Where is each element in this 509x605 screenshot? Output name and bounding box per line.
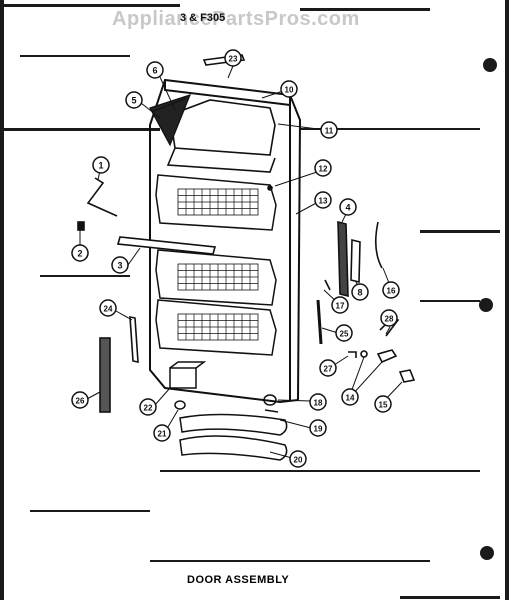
callout-label: 25: [340, 330, 349, 339]
callout-15: 15: [374, 395, 392, 413]
callout-2: 2: [71, 244, 89, 262]
callout-label: 2: [77, 249, 82, 259]
callout-circle: [224, 49, 242, 67]
callout-label: 28: [385, 315, 394, 324]
header-fragment: 3 & F305: [180, 12, 226, 24]
callout-23: 23: [224, 49, 242, 67]
callout-13: 13: [314, 191, 332, 209]
callout-circle: [99, 299, 117, 317]
callout-circle: [380, 309, 398, 327]
callout-label: 18: [314, 399, 323, 408]
callout-label: 24: [104, 305, 113, 314]
callout-circle: [319, 359, 337, 377]
callout-6: 6: [146, 61, 164, 79]
callout-circle: [382, 281, 400, 299]
callout-27: 27: [319, 359, 337, 377]
callout-label: 15: [379, 401, 388, 410]
callout-circle: [146, 61, 164, 79]
callout-14: 14: [341, 388, 359, 406]
callout-circle: [139, 398, 157, 416]
callout-label: 1: [98, 161, 103, 171]
door-bin: [155, 299, 277, 356]
callout-circle: [314, 159, 332, 177]
callout-label: 26: [76, 397, 85, 406]
callout-circle: [309, 393, 327, 411]
callout-label: 6: [152, 66, 157, 76]
door-bin: [155, 249, 277, 306]
diagram-caption: DOOR ASSEMBLY: [187, 574, 290, 586]
callout-26: 26: [71, 391, 89, 409]
lower-parts: [169, 361, 288, 461]
door-panel: [149, 78, 302, 404]
callout-label: 4: [345, 203, 350, 213]
callout-circle: [92, 156, 110, 174]
callout-label: 12: [319, 165, 328, 174]
callout-circle: [289, 450, 307, 468]
callout-circle: [341, 388, 359, 406]
callout-label: 5: [131, 96, 136, 106]
left-parts: [77, 177, 217, 413]
callout-10: 10: [280, 80, 298, 98]
callout-label: 23: [229, 55, 238, 64]
callout-1: 1: [92, 156, 110, 174]
callout-circle: [309, 419, 327, 437]
callout-circle: [111, 256, 129, 274]
callout-label: 8: [357, 288, 362, 298]
part-callouts: 1234568101112131415161718192021222324252…: [71, 49, 400, 468]
callout-28: 28: [380, 309, 398, 327]
callout-circle: [335, 324, 353, 342]
callout-label: 3: [117, 261, 122, 271]
callout-label: 11: [325, 127, 334, 136]
callout-8: 8: [351, 283, 369, 301]
callout-25: 25: [335, 324, 353, 342]
callout-3: 3: [111, 256, 129, 274]
callout-label: 10: [285, 86, 294, 95]
door-bins: [155, 174, 277, 356]
callout-label: 21: [158, 430, 167, 439]
callout-24: 24: [99, 299, 117, 317]
callout-label: 20: [294, 456, 303, 465]
callout-label: 17: [336, 302, 345, 311]
callout-17: 17: [331, 296, 349, 314]
callout-label: 22: [144, 404, 153, 413]
callout-11: 11: [320, 121, 338, 139]
callout-4: 4: [339, 198, 357, 216]
callout-label: 13: [319, 197, 328, 206]
callout-22: 22: [139, 398, 157, 416]
door-bin: [155, 174, 277, 231]
callout-label: 16: [387, 287, 396, 296]
watermark: AppliancePartsPros.com: [112, 8, 360, 30]
callout-12: 12: [314, 159, 332, 177]
callout-circle: [71, 391, 89, 409]
callout-circle: [71, 244, 89, 262]
callout-circle: [351, 283, 369, 301]
callout-circle: [320, 121, 338, 139]
callout-circle: [280, 80, 298, 98]
callout-circle: [153, 424, 171, 442]
door-top-shelf: [166, 99, 276, 173]
callout-label: 27: [324, 365, 333, 374]
callout-20: 20: [289, 450, 307, 468]
callout-circle: [331, 296, 349, 314]
callout-5: 5: [125, 91, 143, 109]
callout-circle: [339, 198, 357, 216]
callout-18: 18: [309, 393, 327, 411]
callout-circle: [374, 395, 392, 413]
callout-label: 14: [346, 394, 355, 403]
callout-19: 19: [309, 419, 327, 437]
gasket-corner: [149, 94, 192, 147]
callout-circle: [314, 191, 332, 209]
callout-label: 19: [314, 425, 323, 434]
callout-circle: [125, 91, 143, 109]
callout-21: 21: [153, 424, 171, 442]
callout-16: 16: [382, 281, 400, 299]
